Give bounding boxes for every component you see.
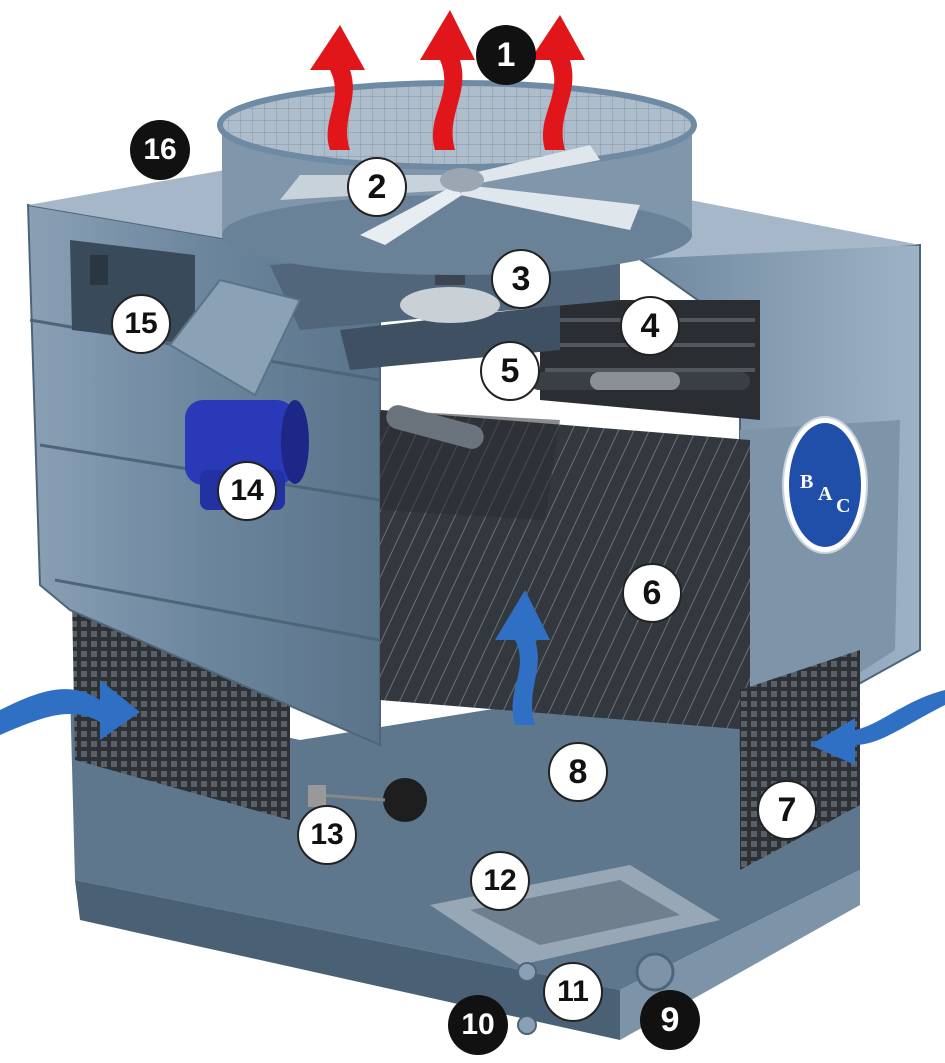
spray-distribution-system xyxy=(386,372,750,449)
callout-11: 11 xyxy=(543,962,603,1022)
outlet-connections xyxy=(517,952,675,1035)
bac-logo: B A C xyxy=(782,416,868,554)
logo-letter-a: A xyxy=(818,483,833,505)
callout-1: 1 xyxy=(476,25,536,85)
callout-2: 2 xyxy=(347,157,407,217)
suction-strainer xyxy=(430,865,720,965)
hot-air-discharge-arrows xyxy=(310,10,585,150)
callout-9: 9 xyxy=(640,990,700,1050)
callout-4: 4 xyxy=(620,296,680,356)
callout-12: 12 xyxy=(470,851,530,911)
callout-8: 8 xyxy=(548,742,608,802)
belt-guard xyxy=(168,278,302,397)
callout-14: 14 xyxy=(217,461,277,521)
cool-air-inlet-arrows xyxy=(0,590,945,765)
callout-16: 16 xyxy=(130,120,190,180)
logo-letter-c: C xyxy=(836,495,850,517)
callout-6: 6 xyxy=(622,563,682,623)
logo-letter-b: B xyxy=(800,471,813,493)
callout-10: 10 xyxy=(448,995,508,1055)
callout-13: 13 xyxy=(297,805,357,865)
callout-5: 5 xyxy=(480,341,540,401)
float-valve xyxy=(308,778,427,822)
fill-media xyxy=(380,410,750,730)
callout-7: 7 xyxy=(757,780,817,840)
callout-15: 15 xyxy=(111,294,171,354)
callout-3: 3 xyxy=(491,249,551,309)
